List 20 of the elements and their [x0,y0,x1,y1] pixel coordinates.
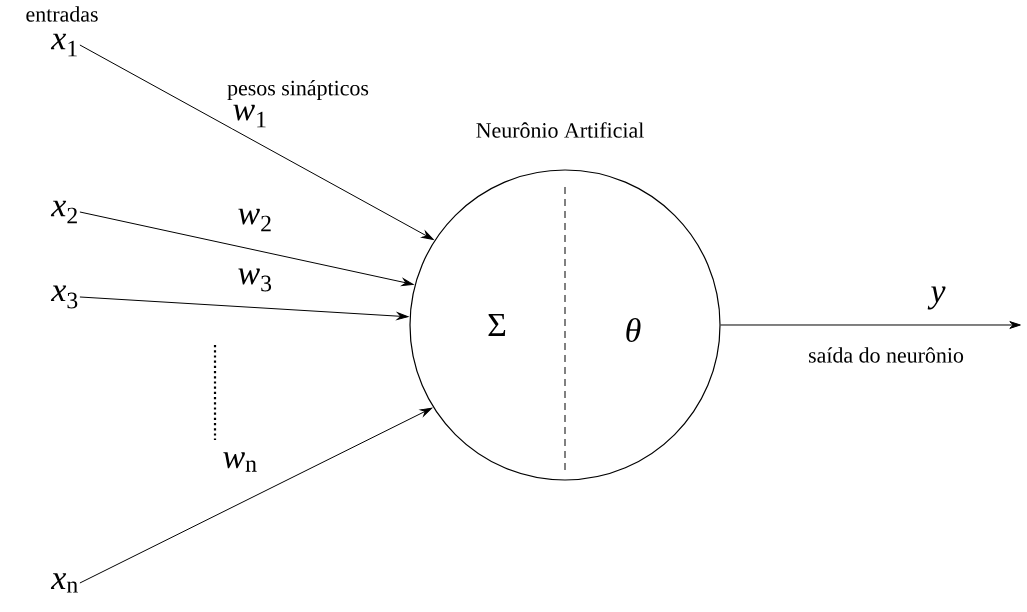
arrow [79,296,409,321]
sum-symbol: Σ [488,313,506,337]
neuron-title: Neurônio Artificial [476,122,644,138]
arrow [79,44,434,240]
activation-symbol: θ [626,318,641,342]
weight-label: w$_{n}$ [221,451,259,473]
weight-label: w$_{2}$ [236,207,274,233]
weight-label: w$_{3}$ [236,267,274,293]
weight-label: y [927,285,947,311]
arrow [720,321,1021,329]
caption-text: pesos sinápticos [227,80,369,100]
arrow [79,407,433,584]
input-label: x$_{3}$ [50,285,78,309]
caption-text: saída do neurônio [809,347,964,363]
weight-label: w$_{1}$ [231,103,269,129]
input-label: x$_{2}$ [50,200,77,224]
arrow [79,211,414,286]
input-label: x$_{1}$ [50,33,77,57]
caption-text: entradas [26,6,98,22]
input-label: x$_{n}$ [50,573,78,593]
